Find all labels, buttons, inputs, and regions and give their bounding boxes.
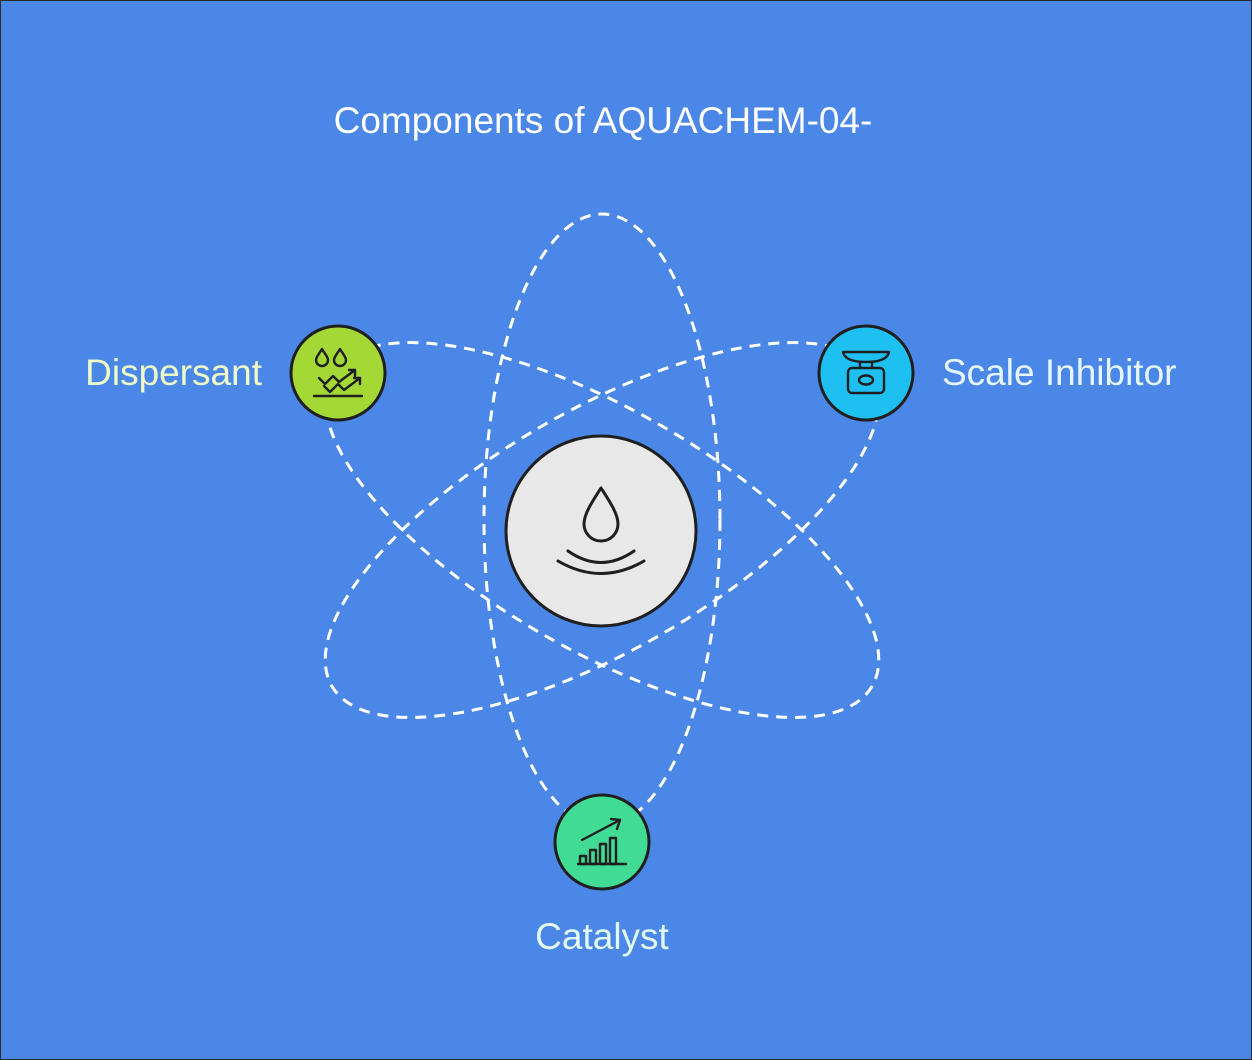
center-nucleus bbox=[504, 434, 698, 628]
scale-inhibitor-label: Scale Inhibitor bbox=[942, 352, 1177, 393]
dispersant-node bbox=[289, 324, 387, 422]
water-drop-icon bbox=[556, 486, 646, 575]
dispersant-label: Dispersant bbox=[85, 352, 262, 393]
scale-inhibitor-node bbox=[817, 324, 915, 422]
weighing-scale-icon bbox=[841, 350, 891, 395]
droplets-trend-icon bbox=[312, 347, 364, 398]
catalyst-node bbox=[553, 793, 651, 891]
catalyst-label: Catalyst bbox=[535, 916, 669, 957]
rising-bar-chart-icon bbox=[576, 817, 628, 866]
diagram-title: Components of AQUACHEM-04- bbox=[333, 100, 873, 141]
